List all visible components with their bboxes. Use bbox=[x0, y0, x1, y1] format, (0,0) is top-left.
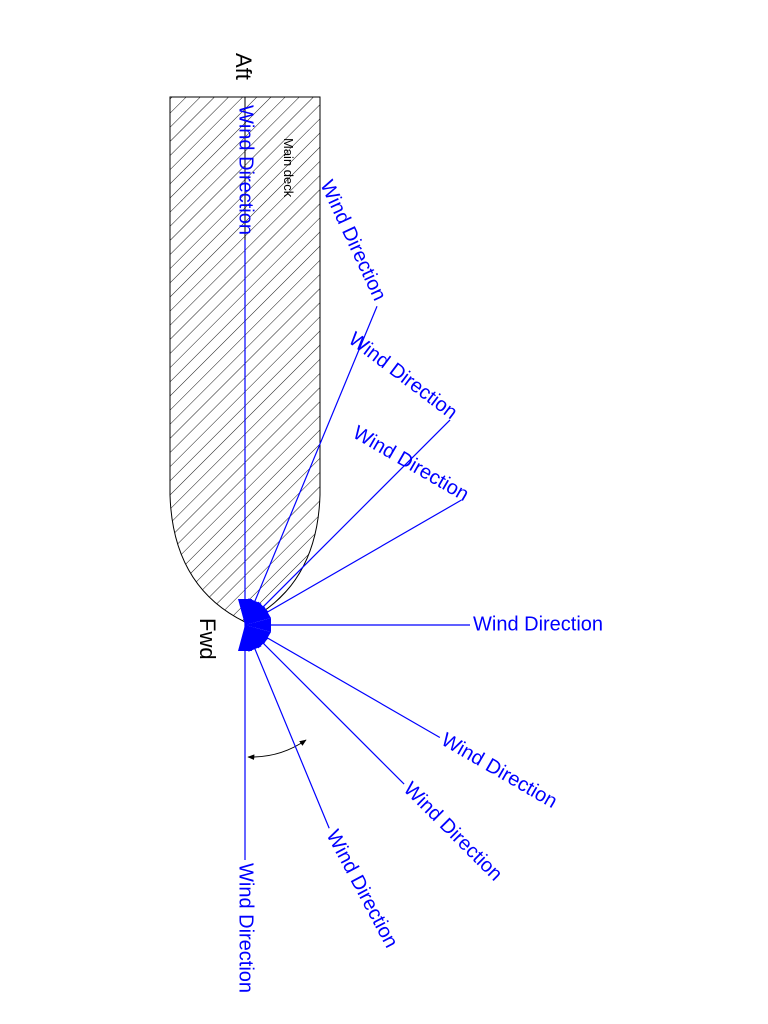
aft-label: Aft bbox=[231, 53, 256, 80]
wind-arrowhead bbox=[245, 625, 269, 649]
wind-direction-label: Wind Direction bbox=[399, 778, 507, 886]
angle-dimension-arc bbox=[247, 739, 307, 760]
wind-direction-label: Wind Direction bbox=[315, 177, 390, 304]
wind-arrowhead bbox=[238, 625, 252, 651]
wind-arrow-line bbox=[244, 419, 451, 626]
wind-arrow-line bbox=[244, 624, 405, 785]
wind-arrow-line bbox=[244, 499, 462, 626]
wind-direction-label: Wind Direction bbox=[473, 613, 603, 635]
wind-direction-label: Wind Direction bbox=[344, 328, 461, 424]
main-deck-label: Main deck bbox=[281, 138, 296, 198]
wind-arrowhead bbox=[245, 618, 271, 632]
wind-direction-label: Wind Direction bbox=[235, 105, 257, 235]
wind-arrowhead bbox=[245, 605, 272, 625]
wind-arrow: Wind Direction bbox=[245, 613, 603, 635]
wind-direction-label: Wind Direction bbox=[349, 422, 473, 506]
wind-arrow: Wind Direction bbox=[235, 625, 257, 993]
wind-arrow-line bbox=[244, 624, 441, 739]
fwd-label: Fwd bbox=[195, 618, 220, 660]
wind-arrow: Wind Direction bbox=[244, 624, 561, 813]
wind-arrow-line bbox=[244, 306, 378, 626]
wind-direction-label: Wind Direction bbox=[437, 729, 561, 813]
wind-direction-label: Wind Direction bbox=[322, 826, 402, 951]
wind-arrow: Wind Direction bbox=[244, 624, 402, 952]
wind-direction-label: Wind Direction bbox=[235, 863, 257, 993]
wind-arrow-line bbox=[244, 624, 330, 829]
